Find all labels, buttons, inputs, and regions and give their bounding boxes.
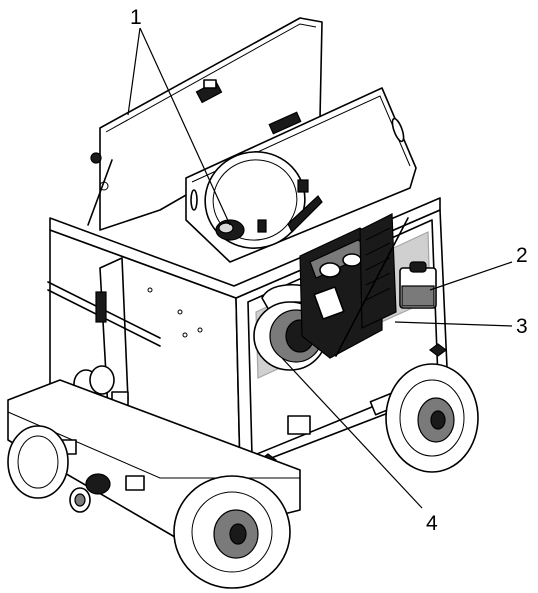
wheel-front-right [385, 363, 479, 473]
callout-1: 1 [130, 6, 142, 29]
coolant-reservoir [399, 261, 437, 309]
callout-2: 2 [516, 244, 528, 267]
callout-4: 4 [426, 512, 438, 535]
leader-2 [429, 261, 513, 291]
leader-1a [127, 27, 141, 116]
leader-4 [281, 357, 423, 509]
wheel-rear-left [7, 425, 69, 499]
leader-3 [394, 321, 513, 327]
callout-3: 3 [516, 315, 528, 338]
wheel-front-left [173, 475, 291, 589]
leader-1b [139, 27, 231, 226]
leader-lines [127, 27, 513, 509]
engine-block [253, 213, 409, 371]
